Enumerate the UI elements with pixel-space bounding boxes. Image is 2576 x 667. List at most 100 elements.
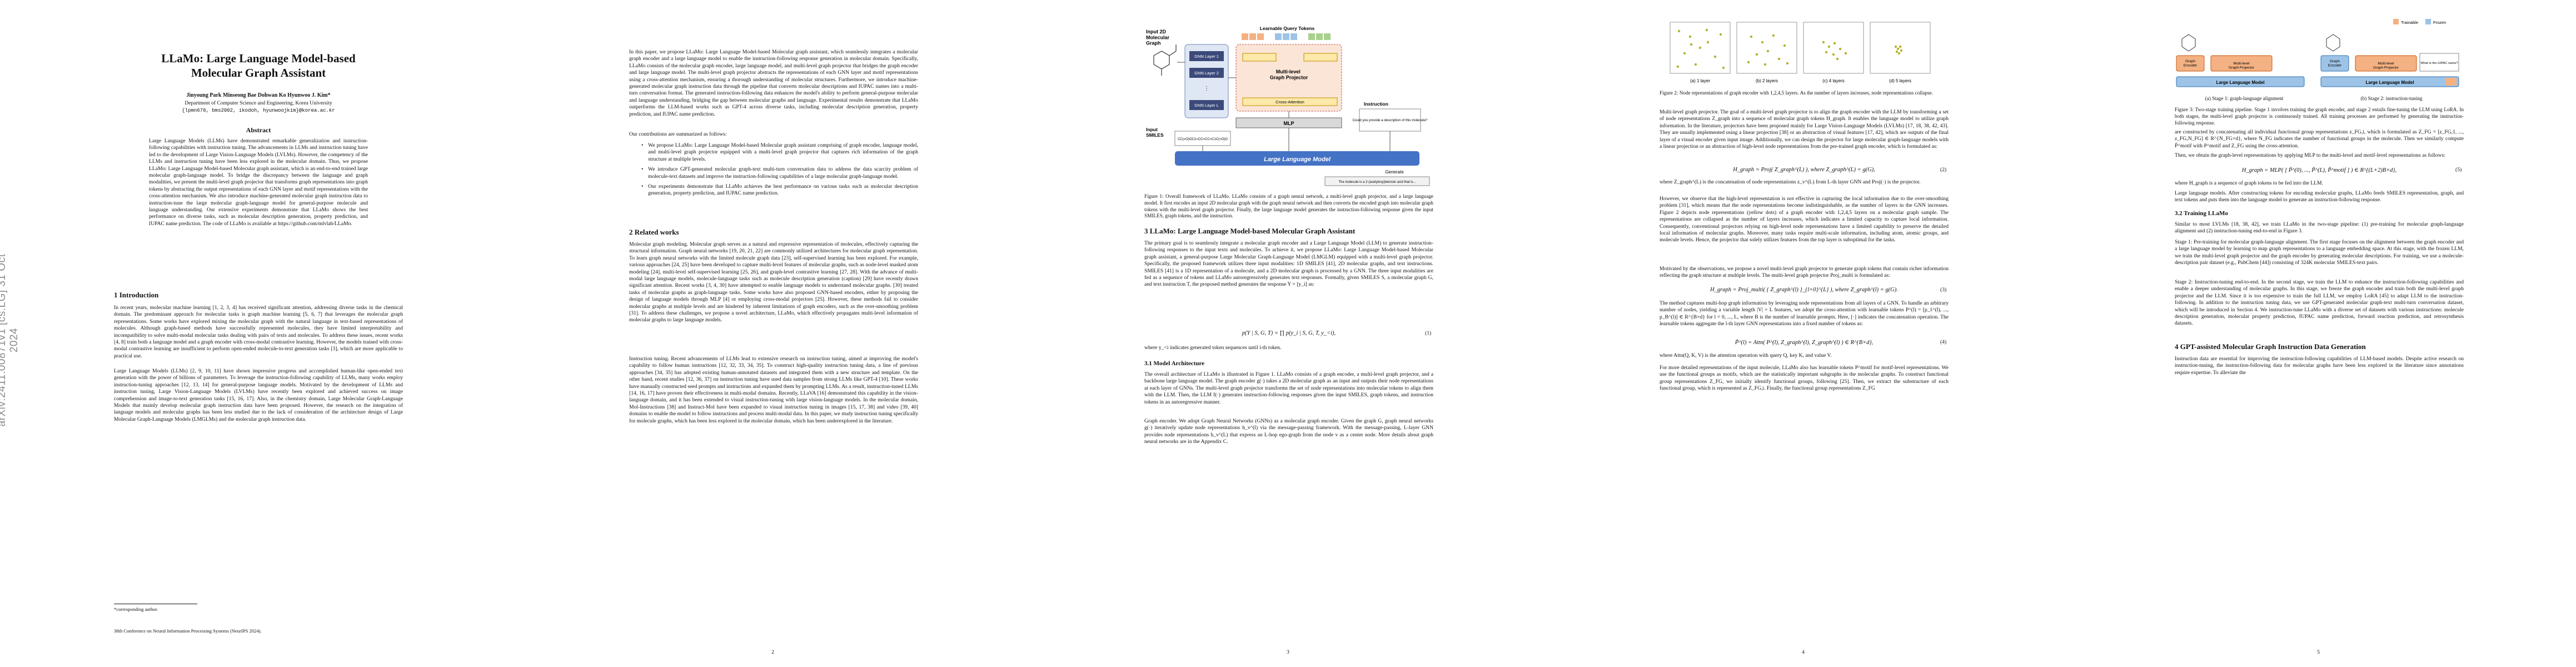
related-works-heading: 2 Related works [629,228,679,236]
section-3-1-paragraph-1: The overall architecture of LLaMo is ill… [1144,371,1433,405]
equation-4-number: (4) [1940,339,1947,345]
llm-label-2: Large Language Model [2365,80,2414,85]
section-3-1-paragraph-2: Graph encoder. We adopt Graph Neural Net… [1144,418,1433,445]
instruction-box [1359,108,1421,132]
contrib-item: We introduce GPT-generated molecular gra… [640,166,918,180]
contrib-item: Our experiments demonstrate that LLaMo a… [640,183,918,197]
intro-heading: 1 Introduction [114,291,159,299]
legend: Trainable Frozen [2393,19,2446,25]
equation-1: p(Y | S, G, T) = ∏ p(y_i | S, G, T, y_<i… [1242,330,1336,336]
emails: {lpmn678, bms2002, ikodoh, hyunwoojkim}@… [182,108,335,113]
contrib-list: We propose LLaMo: Large Language Model-b… [640,142,918,201]
node-representation-figure: (a) 1 layer (b) 2 layers (c) 4 layers (d… [1670,22,1931,83]
output-box [1324,176,1430,186]
p4-paragraph-1: Multi-level graph projector. The goal of… [1660,109,1949,150]
p5-paragraph-2: Then, we obtain the graph-level represen… [2175,152,2445,158]
intro-paragraph-2: Large Language Models (LLMs) [2, 9, 10, … [114,368,403,422]
stage-2-caption: (b) Stage 2: instruction-tuning [2360,96,2423,101]
figure-2-caption: Figure 2: Node representations of graph … [1660,90,1933,96]
ellipsis: ⋮ [1204,86,1209,92]
cross-attn-block [1242,53,1277,62]
output-text: The molecule is a 2-(acetyloxy)benzoic a… [1338,181,1416,184]
figure-3-caption: Figure 3: Two-stage training pipeline. S… [2175,107,2464,126]
p4-paragraph-6: where Attn(Q, K, V) is the attention ope… [1660,352,1832,359]
node-plot-3 [1803,22,1864,74]
related-molecular-graph: Molecular graph modeling. Molecular grap… [629,241,918,323]
page-1: arXiv:2411.00871v1 [cs.LG] 31 Oct 2024 L… [0,0,515,667]
smiles-text: CC(=O)OC1=CC=CC=C1C(=O)O [1178,138,1228,141]
node-plot-4 [1870,22,1931,74]
equation-5-number: (5) [2455,167,2462,173]
gnn-layer-2 [1189,68,1224,78]
p4-paragraph-3: However, we observe that the high-level … [1660,196,1949,243]
figure-1-caption: Figure 1: Overall framework of LLaMo. LL… [1144,193,1433,219]
p5-paragraph-5: Similar to most LVLMs [18, 38, 42], we t… [2175,221,2464,235]
equation-5: H_graph = MLP( [ P̃^(0), ..., P̃^(L), P̃… [2241,167,2397,173]
equation-2: H_graph = Proj( Z_graph^(L) ), where Z_g… [1733,167,1875,173]
query-tokens-label: Learnable Query Tokens [1260,26,1315,31]
gnn-box [1184,44,1229,118]
question-text: What is the IUPAC name? [2420,62,2458,65]
p4-paragraph-5: The method captures multi-hop graph info… [1660,300,1949,327]
input-smiles-label: Input SMILES [1146,127,1164,138]
legend-trainable: Trainable [2401,20,2418,25]
cross-attn-block [1242,97,1338,106]
p5-paragraph-7: Stage 2: Instruction-tuning end-to-end. … [2175,279,2464,327]
p2-intro-paragraph: In this paper, we propose LLaMo: Large L… [629,49,918,117]
subfig-label: (a) 1 layer [1690,78,1710,83]
arxiv-stamp: arXiv:2411.00871v1 [cs.LG] 31 Oct 2024 [0,253,20,427]
section-3-1-heading: 3.1 Model Architecture [1144,360,1205,367]
abstract-text: Large Language Models (LLMs) have demons… [149,138,368,227]
contrib-intro: Our contributions are summarized as foll… [629,131,727,137]
llm-box [1175,151,1419,166]
subfig-label: (b) 2 layers [1756,78,1778,83]
abstract-heading: Abstract [246,126,271,134]
mlp-label: MLP [1284,121,1294,126]
node-plot-1 [1670,22,1731,74]
stage-1-caption: (a) Stage 1: graph-language alignment [2205,96,2284,101]
gnn-layer-2-label: GNN Layer 2 [1194,71,1219,76]
instruction-label: Instruction [1364,101,1388,107]
gnn-layer-1-label: GNN Layer 1 [1194,54,1219,59]
section-4-heading: 4 GPT-assisted Molecular Graph Instructi… [2175,342,2366,351]
equation-4: P̃^(l) = Attn( P^(l), Z_graph^(l), Z_gra… [1735,340,1874,346]
query-token-row [1242,33,1331,40]
intro-paragraph-1: In recent years, molecular machine learn… [114,305,403,359]
instruction-text: Could you provide a description of this … [1353,118,1428,122]
flow-arrows [1177,62,1391,151]
equation-3: H_graph = Proj_multi( { Z_graph^(l) }_{l… [1710,287,1898,293]
page-number: 4 [1802,649,1805,655]
subfig-label: (d) 5 layers [1889,78,1911,83]
node-plot-2 [1736,22,1797,74]
p5-paragraph-1: are constructed by concatenating all ind… [2175,129,2464,149]
p5-paragraph-6: Stage 1: Pre-training for molecular grap… [2175,239,2464,266]
p5-paragraph-8: Instruction data are essential for impro… [2175,356,2464,376]
page-number: 2 [771,649,774,655]
venue-line: 38th Conference on Neural Information Pr… [114,628,262,634]
section-3-paragraph: The primary goal is to seamlessly integr… [1144,240,1433,288]
equation-2-number: (2) [1940,167,1947,173]
related-instruction-tuning: Instruction tuning. Recent advancements … [629,356,918,424]
section-3-heading: 3 LLaMo: Large Language Model-based Mole… [1144,227,1356,235]
section-3-2-heading: 3.2 Training LLaMo [2175,210,2228,217]
p5-paragraph-4: Large language models. After constructin… [2175,190,2464,203]
equation-1-note: where y_<i indicates generated token seq… [1144,345,1282,351]
p4-paragraph-4: Motivated by the observations, we propos… [1660,266,1949,279]
equation-1-number: (1) [1425,330,1432,336]
page-number: 5 [2317,649,2320,655]
gnn-layer-l [1189,100,1224,110]
legend-frozen: Frozen [2433,20,2446,25]
cross-attn-block [1303,53,1338,62]
subfig-label: (c) 4 layers [1822,78,1845,83]
equation-3-number: (3) [1940,287,1947,293]
gnn-layer-1 [1189,51,1224,61]
